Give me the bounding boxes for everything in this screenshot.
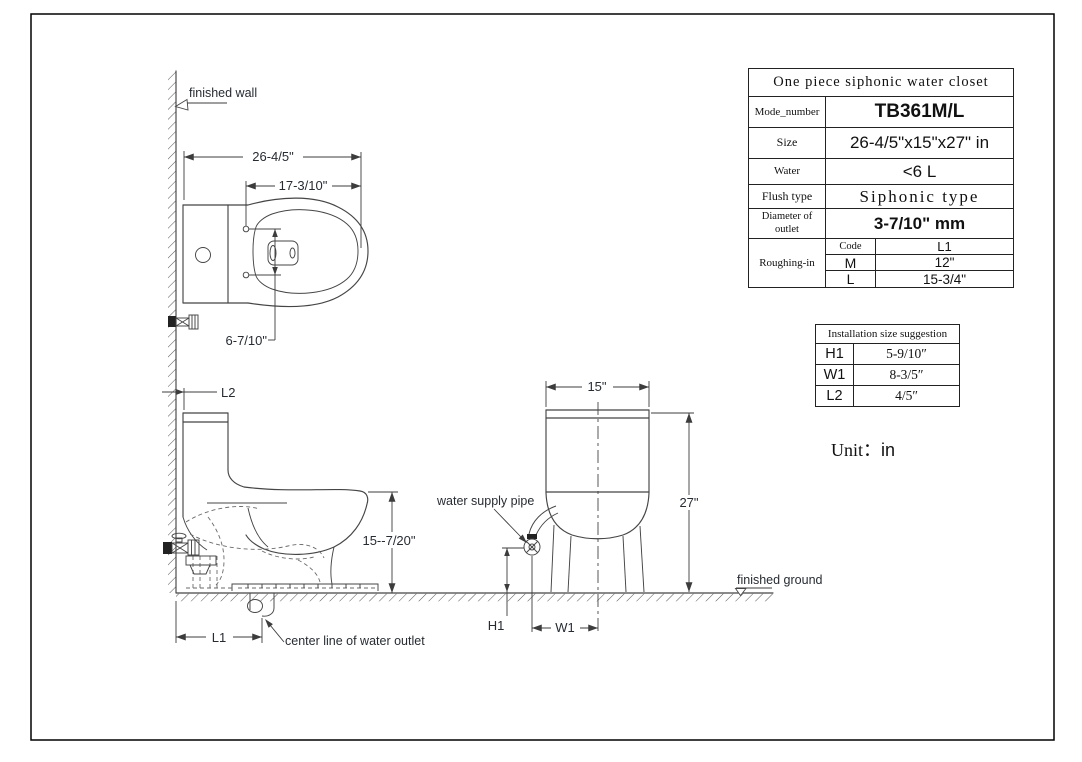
finished-ground-callout: finished ground: [734, 573, 823, 597]
dim-overall-depth: 26-4/5": [252, 149, 294, 164]
base-flange: [185, 555, 379, 591]
sheet-border: [30, 13, 1055, 741]
dim-rim-height: 15--7/20": [362, 533, 415, 548]
spec-label-model: Mode_number: [749, 97, 826, 127]
dim-h1: H1: [488, 618, 505, 633]
roughing-grid: Code L1 M 12" L 15-3/4": [826, 239, 1013, 287]
spec-value-diameter: 3-7/10" mm: [873, 213, 966, 233]
side-view-dimensions: L2 15--7/20" L1 center line of water out…: [162, 385, 425, 648]
spec-value-size: 26-4/5"x15"x27" in: [849, 133, 990, 152]
water-supply-pipe-label: water supply pipe: [436, 494, 534, 508]
finished-wall-callout: finished wall: [174, 86, 257, 111]
spec-row-size: Size 26-4/5"x15"x27" in: [749, 128, 1013, 159]
dim-bowl-length: 17-3/10": [279, 178, 328, 193]
unit-note-value: in: [881, 440, 896, 460]
dim-bolt-spacing: 6-7/10": [226, 333, 268, 348]
installation-key-w1: W1: [816, 365, 854, 385]
roughing-l1-l: 15-3/4": [922, 271, 967, 287]
dim-w1: W1: [555, 620, 575, 635]
center-line-label: center line of water outlet: [285, 634, 425, 648]
roughing-l1-header: L1: [876, 239, 1013, 255]
installation-value-w1: 8-3/5″: [889, 367, 924, 382]
roughing-code-header: Code: [826, 239, 876, 255]
installation-row-h1: H1 5-9/10″: [816, 344, 959, 365]
installation-key-h1: H1: [816, 344, 854, 364]
dim-height: 27": [679, 495, 698, 510]
water-supply-fitting: [523, 505, 559, 556]
installation-row-l2: L2 4/5″: [816, 386, 959, 406]
top-view-dimensions: 26-4/5" 17-3/10" 6-7/10": [183, 149, 362, 348]
front-view-dimensions: 15" 27" water supply pipe H1 W1: [436, 379, 705, 635]
top-view: [168, 197, 369, 330]
spec-row-flush: Flush type Siphonic type: [749, 185, 1013, 209]
wall-datum-arrow: [174, 98, 189, 111]
spec-value-flush: Siphonic type: [859, 186, 980, 206]
spec-label-size: Size: [749, 128, 826, 158]
spec-label-diameter: Diameter of outlet: [749, 209, 826, 238]
dim-l1: L1: [212, 630, 226, 645]
unit-note: Unit：in: [831, 436, 895, 462]
spec-value-water: <6 L: [902, 161, 937, 181]
installation-table: Installation size suggestion H1 5-9/10″ …: [815, 324, 960, 407]
finished-ground-section: [175, 592, 774, 602]
front-view: [523, 402, 650, 632]
spec-row-diameter: Diameter of outlet 3-7/10" mm: [749, 209, 1013, 239]
spec-label-flush: Flush type: [749, 185, 826, 208]
spec-row-roughing: Roughing-in Code L1 M 12" L 15-3/4": [749, 239, 1013, 287]
installation-value-h1: 5-9/10″: [886, 346, 927, 361]
installation-table-title: Installation size suggestion: [816, 325, 959, 344]
supply-valve-side: [163, 532, 200, 556]
flush-button-plan: [195, 247, 211, 263]
water-outlet-plan: [267, 240, 299, 266]
installation-key-l2: L2: [816, 386, 854, 406]
finished-ground-label: finished ground: [737, 573, 823, 587]
spec-row-water: Water <6 L: [749, 159, 1013, 185]
installation-value-l2: 4/5″: [895, 388, 918, 403]
finished-wall-section: [168, 70, 177, 594]
spec-table-title: One piece siphonic water closet: [749, 69, 1013, 97]
spec-table: One piece siphonic water closet Mode_num…: [748, 68, 1014, 288]
supply-valve-plan: [168, 314, 199, 330]
roughing-code-l: L: [826, 271, 876, 287]
dim-width: 15": [587, 379, 606, 394]
ground-datum-arrow: [734, 588, 747, 597]
spec-value-model: TB361M/L: [874, 101, 965, 122]
unit-note-label: Unit：: [831, 440, 882, 460]
water-outlet-pipe: [247, 593, 275, 617]
spec-row-model: Mode_number TB361M/L: [749, 97, 1013, 128]
finished-wall-label: finished wall: [189, 86, 257, 100]
roughing-l1-m: 12": [876, 255, 1013, 271]
roughing-code-m: M: [826, 255, 876, 271]
side-view: [163, 412, 379, 617]
spec-label-roughing: Roughing-in: [749, 239, 826, 287]
installation-row-w1: W1 8-3/5″: [816, 365, 959, 386]
spec-label-water: Water: [749, 159, 826, 184]
dim-l2: L2: [221, 385, 235, 400]
